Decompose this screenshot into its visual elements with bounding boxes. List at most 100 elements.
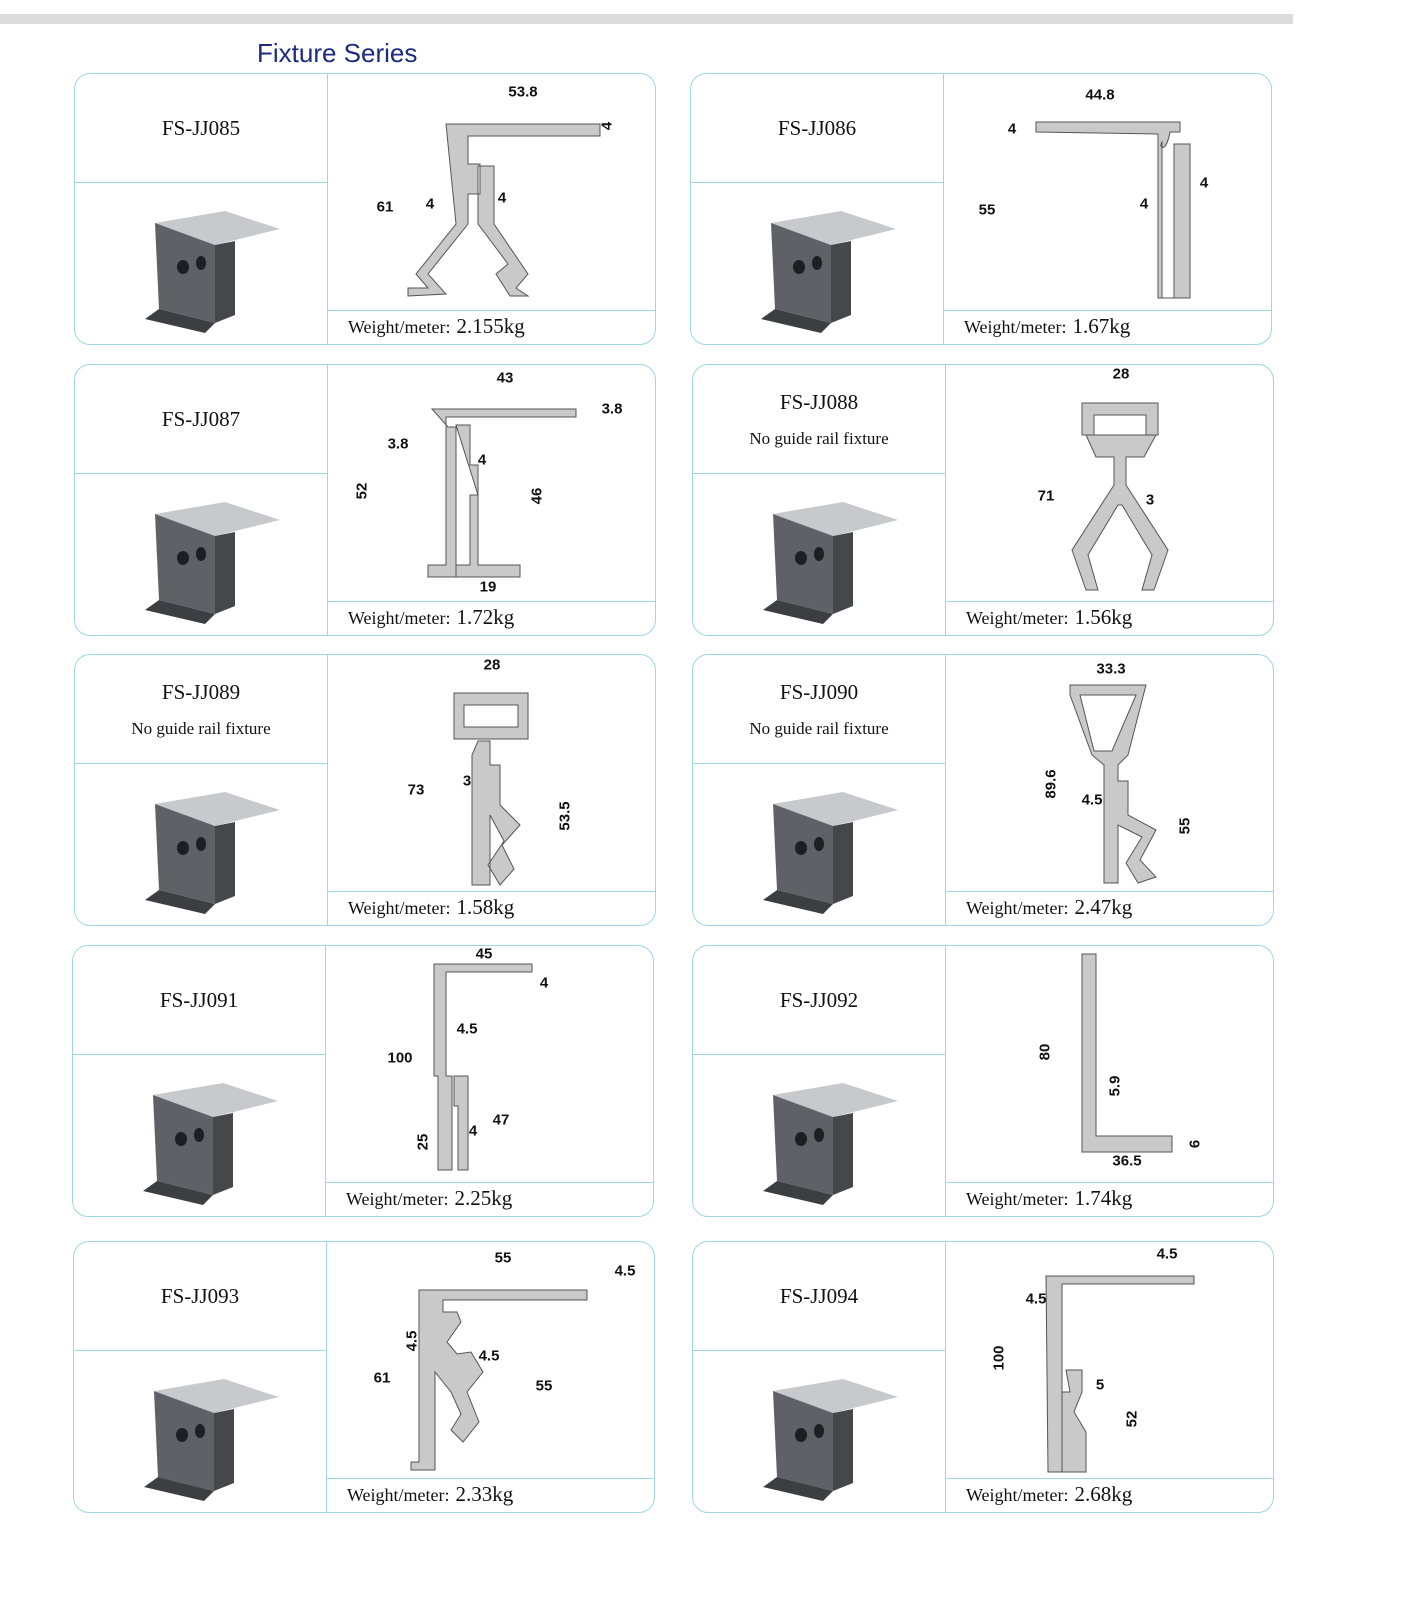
weight-value: 1.74kg [1074, 1186, 1133, 1210]
dimension-label: 36.5 [1112, 1152, 1142, 1170]
weight-value: 1.72kg [456, 605, 515, 629]
product-name-cell: FS-JJ092 [693, 946, 945, 1055]
weight-value: 1.67kg [1072, 314, 1131, 338]
weight-value: 2.33kg [455, 1482, 514, 1506]
dimension-label: 47 [492, 1111, 510, 1129]
bracket-render-icon [145, 502, 280, 624]
dimension-label: 4.5 [403, 1330, 421, 1352]
product-info-column: FS-JJ090 No guide rail fixture [693, 655, 946, 925]
dimension-label: 100 [387, 1049, 413, 1067]
profile-cross-section [453, 692, 529, 886]
product-code: FS-JJ093 [160, 1283, 240, 1308]
profile-cross-section [1069, 684, 1157, 884]
dimension-label: 45 [475, 945, 493, 963]
weight-label: Weight/meter: [346, 1189, 449, 1209]
profile-cross-section [1045, 1275, 1195, 1473]
weight-value: 2.155kg [456, 314, 525, 338]
dimension-label: 4.5 [1025, 1290, 1047, 1308]
product-name-cell: FS-JJ094 [693, 1242, 945, 1351]
profile-cross-section [410, 1289, 588, 1471]
product-code: FS-JJ087 [161, 406, 241, 431]
product-photo [73, 1055, 325, 1216]
dimension-label: 4.5 [478, 1347, 500, 1365]
bracket-render-icon [145, 211, 280, 333]
weight-value: 2.68kg [1074, 1482, 1133, 1506]
dimension-label: 28 [483, 656, 501, 674]
dimension-label: 55 [494, 1249, 512, 1267]
dimension-label: 80 [1036, 1043, 1054, 1061]
dimension-label: 4.5 [456, 1020, 478, 1038]
product-photo [693, 474, 945, 635]
product-subtitle: No guide rail fixture [749, 428, 889, 448]
dimension-label: 6 [1186, 1139, 1204, 1149]
profile-cross-section [407, 123, 601, 297]
product-photo [75, 764, 327, 925]
weight-per-meter: Weight/meter:2.47kg [966, 895, 1132, 920]
dimension-label: 5 [1095, 1376, 1105, 1394]
dimension-label: 53.8 [508, 83, 538, 101]
dimension-label: 4.5 [614, 1262, 636, 1280]
weight-label: Weight/meter: [964, 317, 1067, 337]
dimension-label: 71 [1037, 487, 1055, 505]
product-name-cell: FS-JJ090 No guide rail fixture [693, 655, 945, 764]
dimension-label: 19 [479, 578, 497, 596]
profile-cross-section [427, 408, 577, 578]
dimension-label: 4 [468, 1122, 478, 1140]
product-info-column: FS-JJ092 [693, 946, 946, 1216]
weight-per-meter: Weight/meter:1.72kg [348, 605, 514, 630]
product-name-cell: FS-JJ089 No guide rail fixture [75, 655, 327, 764]
product-photo [693, 764, 945, 925]
product-code: FS-JJ092 [779, 987, 859, 1012]
product-photo [693, 1351, 945, 1512]
weight-label: Weight/meter: [348, 317, 451, 337]
dimension-label: 55 [978, 201, 996, 219]
weight-label: Weight/meter: [348, 608, 451, 628]
product-code: FS-JJ086 [777, 115, 857, 140]
product-name-cell: FS-JJ091 [73, 946, 325, 1055]
bracket-render-icon [144, 1379, 279, 1501]
bracket-render-icon [761, 211, 896, 333]
product-code: FS-JJ091 [159, 987, 239, 1012]
weight-value: 2.25kg [454, 1186, 513, 1210]
dimension-label: 100 [990, 1345, 1008, 1371]
product-info-column: FS-JJ085 [75, 74, 328, 344]
bracket-render-icon [763, 792, 898, 914]
product-code: FS-JJ090 [779, 679, 859, 704]
product-subtitle: No guide rail fixture [131, 718, 271, 738]
dimension-label: 43 [496, 369, 514, 387]
dimension-label: 55 [1176, 817, 1194, 835]
product-photo [75, 474, 327, 635]
dimension-label: 4 [1199, 174, 1209, 192]
profile-cross-section [1035, 121, 1191, 299]
dimension-label: 4 [598, 121, 616, 131]
dimension-label: 28 [1112, 365, 1130, 383]
dimension-label: 4 [425, 195, 435, 213]
product-info-column: FS-JJ087 [75, 365, 328, 635]
dimension-label: 4 [1007, 120, 1017, 138]
product-subtitle: No guide rail fixture [749, 718, 889, 738]
dimension-label: 4 [1139, 195, 1149, 213]
dimension-label: 73 [407, 781, 425, 799]
product-name-cell: FS-JJ087 [75, 365, 327, 474]
top-divider-bar [0, 14, 1293, 24]
dimension-label: 4 [497, 189, 507, 207]
weight-per-meter: Weight/meter:2.68kg [966, 1482, 1132, 1507]
dimension-label: 5.9 [1106, 1075, 1124, 1097]
dimension-label: 3.8 [601, 400, 623, 418]
dimension-label: 55 [535, 1377, 553, 1395]
weight-label: Weight/meter: [966, 1485, 1069, 1505]
weight-per-meter: Weight/meter:1.67kg [964, 314, 1130, 339]
dimension-label: 25 [414, 1133, 432, 1151]
product-name-cell: FS-JJ085 [75, 74, 327, 183]
